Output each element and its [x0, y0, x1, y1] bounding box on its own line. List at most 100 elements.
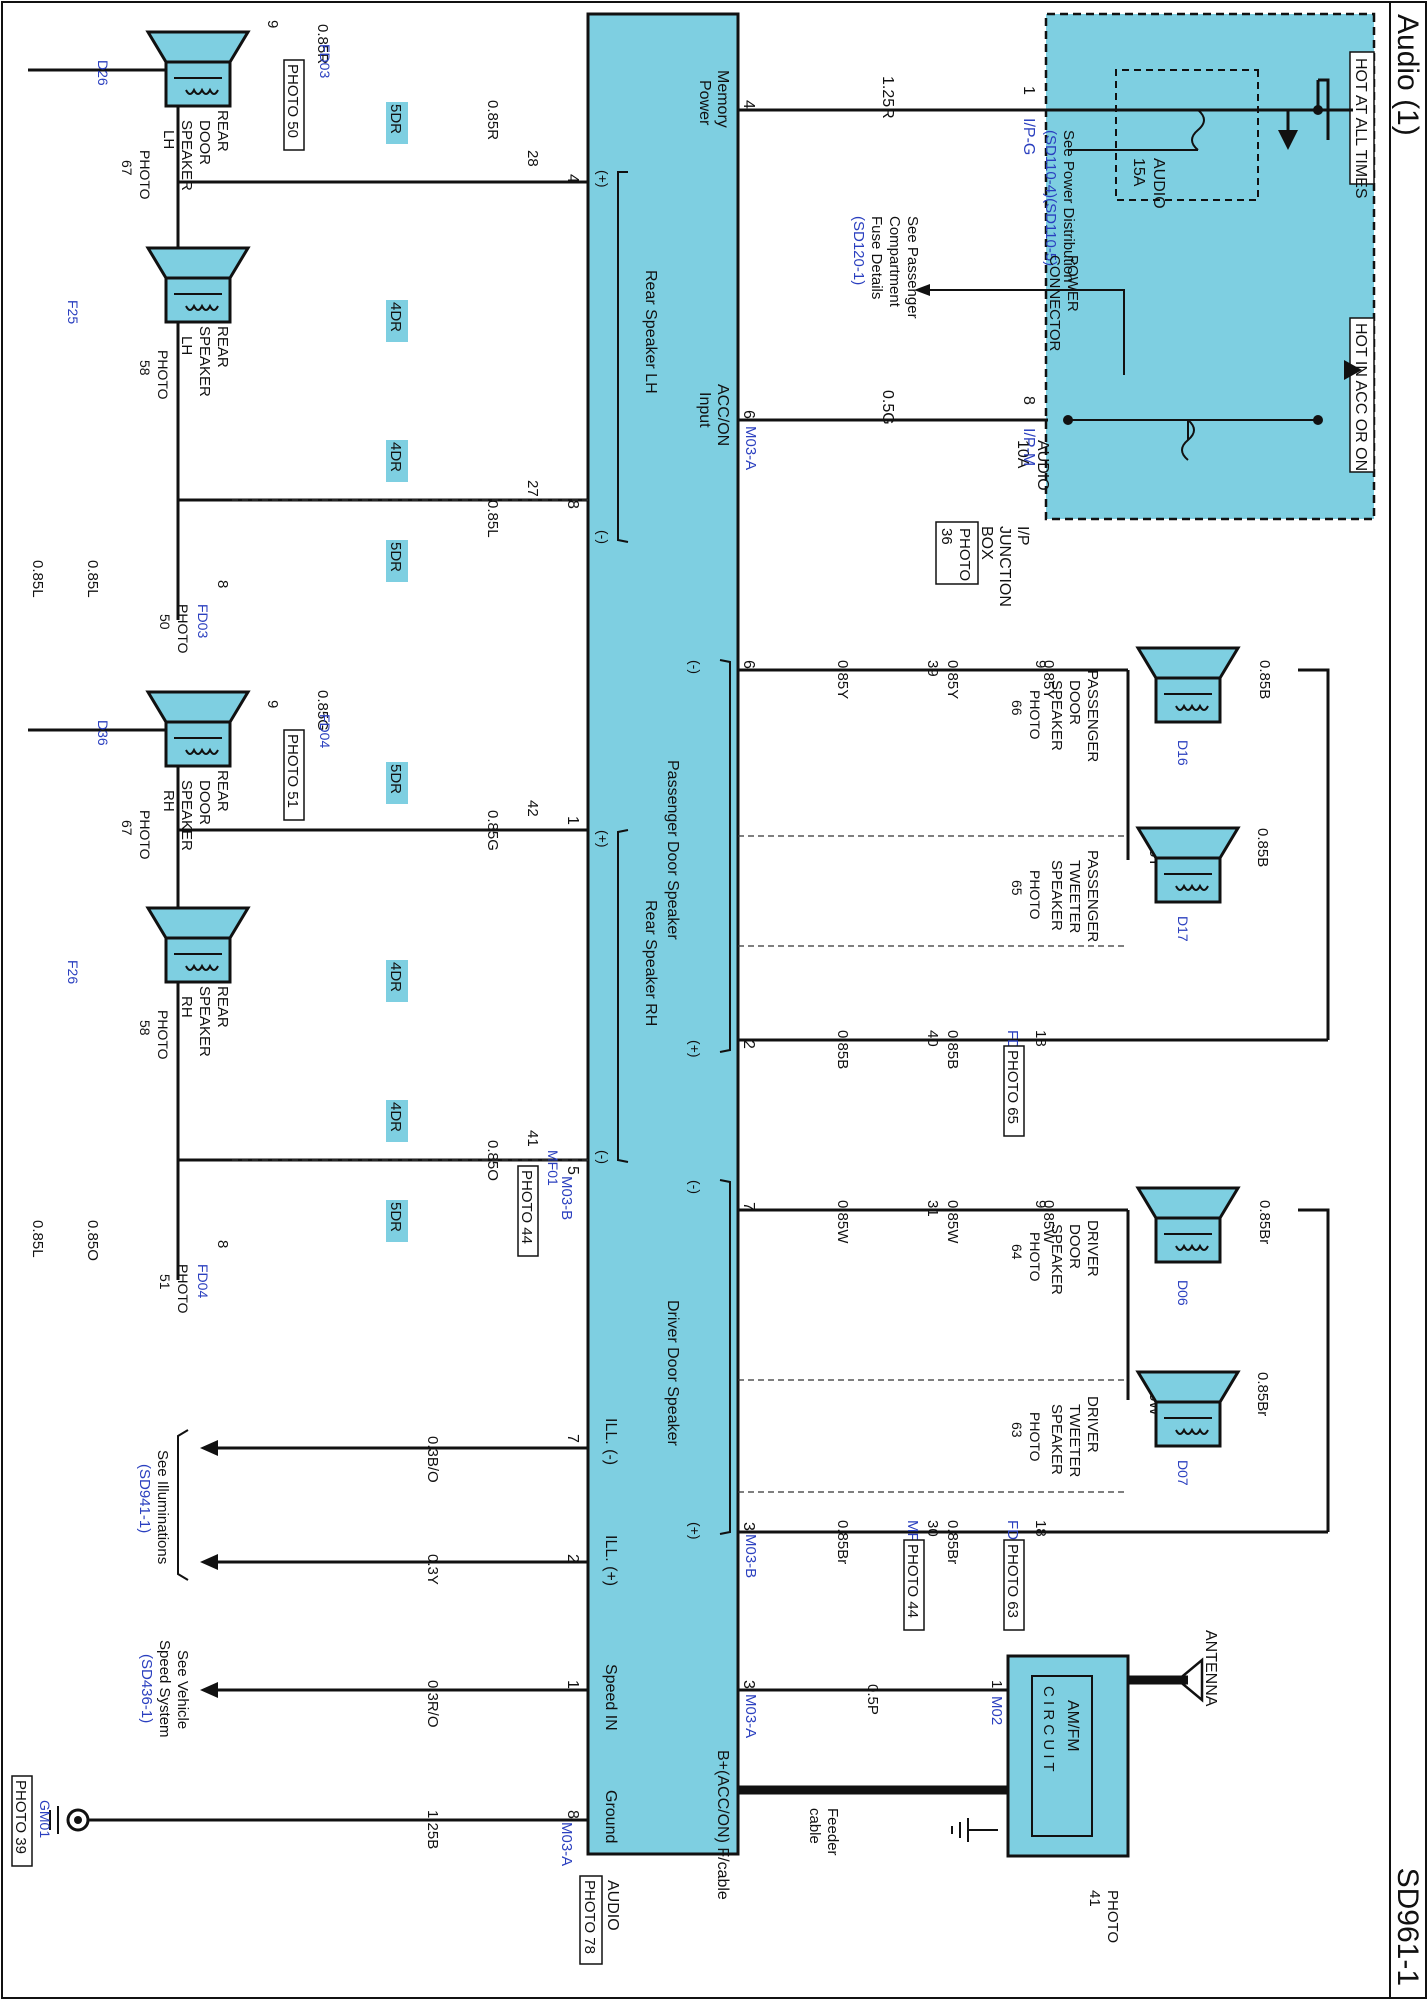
- photo-63-no: 63: [1009, 1422, 1025, 1438]
- see-passenger-ref[interactable]: (SD120-1): [850, 216, 867, 285]
- wire-dd-w2: 0.85W: [944, 1200, 961, 1244]
- wire-pd-y3: 0.85Y: [1040, 660, 1057, 699]
- wire-05g: 0.5G: [879, 390, 896, 425]
- conn-f25[interactable]: F25: [65, 300, 81, 324]
- wire-dd-w1: 0.85W: [834, 1200, 851, 1244]
- power-connector-1: POWER: [1064, 255, 1081, 312]
- tag-4dr-4: 4DR: [387, 1102, 404, 1132]
- audio-name: AUDIO: [604, 1880, 621, 1931]
- tag-5dr-1: 5DR: [387, 104, 404, 134]
- ref-speed-1: See Vehicle: [174, 1650, 191, 1729]
- pin-bplus: 3: [740, 1680, 757, 1689]
- conn-mf01-rr[interactable]: MF01: [545, 1150, 561, 1186]
- photo-66-label: PHOTO: [1027, 690, 1043, 740]
- photo-66-no: 66: [1009, 700, 1025, 716]
- photo-50-rl2-label: PHOTO: [175, 604, 191, 654]
- conn-d06[interactable]: D06: [1175, 1280, 1191, 1306]
- wire-05p: 0.5P: [864, 1684, 881, 1715]
- spk-rdr-2: DOOR: [196, 780, 213, 825]
- spk-pt-3: SPEAKER: [1048, 860, 1065, 931]
- wire-pd-y1: 0.85Y: [834, 660, 851, 699]
- conn-d36[interactable]: D36: [95, 720, 111, 746]
- pin-illm: 7: [564, 1434, 581, 1443]
- conn-d16[interactable]: D16: [1175, 740, 1191, 766]
- see-power-text: See Power Distribution: [1060, 130, 1077, 283]
- page-title: Audio (1): [1391, 14, 1424, 136]
- spk-rl-2: SPEAKER: [196, 326, 213, 397]
- passenger-speakers: 0.85Y 0.85Y 0.85Y 0.85B 0.85B 0.85B 0.85…: [738, 646, 1330, 1137]
- junction-photo-1: PHOTO: [956, 528, 973, 581]
- driver-speakers: 0.85W 0.85W 0.85W 0.85Br 0.85Br 0.85Br 0…: [738, 1186, 1330, 1631]
- label-speed: Speed IN: [602, 1664, 619, 1731]
- photo-51-rr2-no: 51: [157, 1274, 173, 1290]
- spk-rdr-3: SPEAKER: [178, 780, 195, 851]
- tag-5dr-4: 5DR: [387, 1202, 404, 1232]
- wire-pd-b1: 0.85B: [834, 1030, 851, 1069]
- circuit-label: C I R C U I T: [1040, 1686, 1057, 1772]
- photo-63-fd01: PHOTO 63: [1004, 1544, 1021, 1618]
- pin-ddm: 7: [740, 1202, 757, 1211]
- pin-illp: 2: [564, 1554, 581, 1563]
- wire-rr-o1: 0.85O: [484, 1140, 501, 1181]
- photo-50-rl2-no: 50: [157, 614, 173, 630]
- conn-m03a-top[interactable]: M03-A: [742, 426, 759, 470]
- pin-spd: 1: [564, 1680, 581, 1689]
- conn-gm01[interactable]: GM01: [37, 1800, 53, 1838]
- conn-d17[interactable]: D17: [1175, 916, 1191, 942]
- wire-125b: 1.25B: [424, 1810, 441, 1849]
- see-passenger-1: See Passenger: [904, 216, 921, 319]
- pin-pdp: 2: [740, 1040, 757, 1049]
- conn-m03b-top[interactable]: M03-B: [742, 1534, 759, 1578]
- spk-rr-1: REAR: [214, 986, 231, 1028]
- conn-ipg[interactable]: I/P-G: [1020, 118, 1037, 155]
- pin-ddp: 3: [740, 1522, 757, 1531]
- wire-rl-r2: 0.85R: [314, 24, 331, 64]
- pin-28: 28: [524, 150, 541, 167]
- junction-label-3: BOX: [978, 526, 995, 560]
- pin-31: 31: [924, 1200, 941, 1217]
- pin-30: 30: [924, 1520, 941, 1537]
- audio-unit: AUDIO PHOTO 78 Memory Power ACC/ON Input…: [558, 12, 759, 1965]
- photo-67-rdr-label: PHOTO: [137, 810, 153, 860]
- conn-fd03-rl2[interactable]: FD03: [195, 604, 211, 638]
- pin-18-dd: 18: [1032, 1520, 1049, 1537]
- spk-rdl-1: REAR: [214, 110, 231, 152]
- photo-58-rl-no: 58: [137, 360, 153, 376]
- pol-rlh-plus: (+): [595, 170, 611, 188]
- spk-pd-2: DOOR: [1066, 680, 1083, 725]
- conn-d26[interactable]: D26: [95, 60, 111, 86]
- ref-ill-2[interactable]: (SD941-1): [136, 1464, 153, 1533]
- pin-40: 40: [924, 1030, 941, 1047]
- spk-dd-2: DOOR: [1066, 1224, 1083, 1269]
- label-acc-2: Input: [696, 392, 713, 428]
- spk-rdr-1: REAR: [214, 770, 231, 812]
- label-acc-1: ACC/ON: [714, 384, 731, 446]
- pol-rrh-plus: (+): [595, 830, 611, 848]
- pin-gnd: 8: [564, 1810, 581, 1819]
- photo-51-fd04: PHOTO 51: [284, 734, 301, 808]
- conn-fd04-rr[interactable]: FD04: [317, 714, 333, 748]
- wire-03y: 0.3Y: [424, 1554, 441, 1585]
- conn-f26[interactable]: F26: [65, 960, 81, 984]
- conn-ipm[interactable]: I/P-M: [1020, 428, 1037, 466]
- conn-m03b-bottom[interactable]: M03-B: [558, 1176, 575, 1220]
- spk-rl-3: LH: [178, 336, 195, 355]
- conn-fd03-rl[interactable]: FD03: [317, 44, 333, 78]
- wire-dd-br3: 0.85Br: [1256, 1200, 1273, 1244]
- conn-m03a-gnd[interactable]: M03-A: [558, 1822, 575, 1866]
- photo-51-rr2-label: PHOTO: [175, 1264, 191, 1314]
- photo-44-rr: PHOTO 44: [518, 1170, 535, 1244]
- conn-m02[interactable]: M02: [988, 1696, 1005, 1725]
- wire-dd-br4: 0.85Br: [1254, 1372, 1271, 1416]
- conn-fd04-rr2[interactable]: FD04: [195, 1264, 211, 1298]
- photo-67-rdl-label: PHOTO: [137, 150, 153, 200]
- spk-pd-3: SPEAKER: [1048, 680, 1065, 751]
- conn-m03a-bplus[interactable]: M03-A: [742, 1694, 759, 1738]
- ref-speed-3[interactable]: (SD436-1): [138, 1654, 155, 1723]
- conn-d07[interactable]: D07: [1175, 1460, 1191, 1486]
- see-power-ref[interactable]: (SD110-4)(SD110-5): [1042, 130, 1059, 266]
- wire-pd-y2: 0.85Y: [944, 660, 961, 699]
